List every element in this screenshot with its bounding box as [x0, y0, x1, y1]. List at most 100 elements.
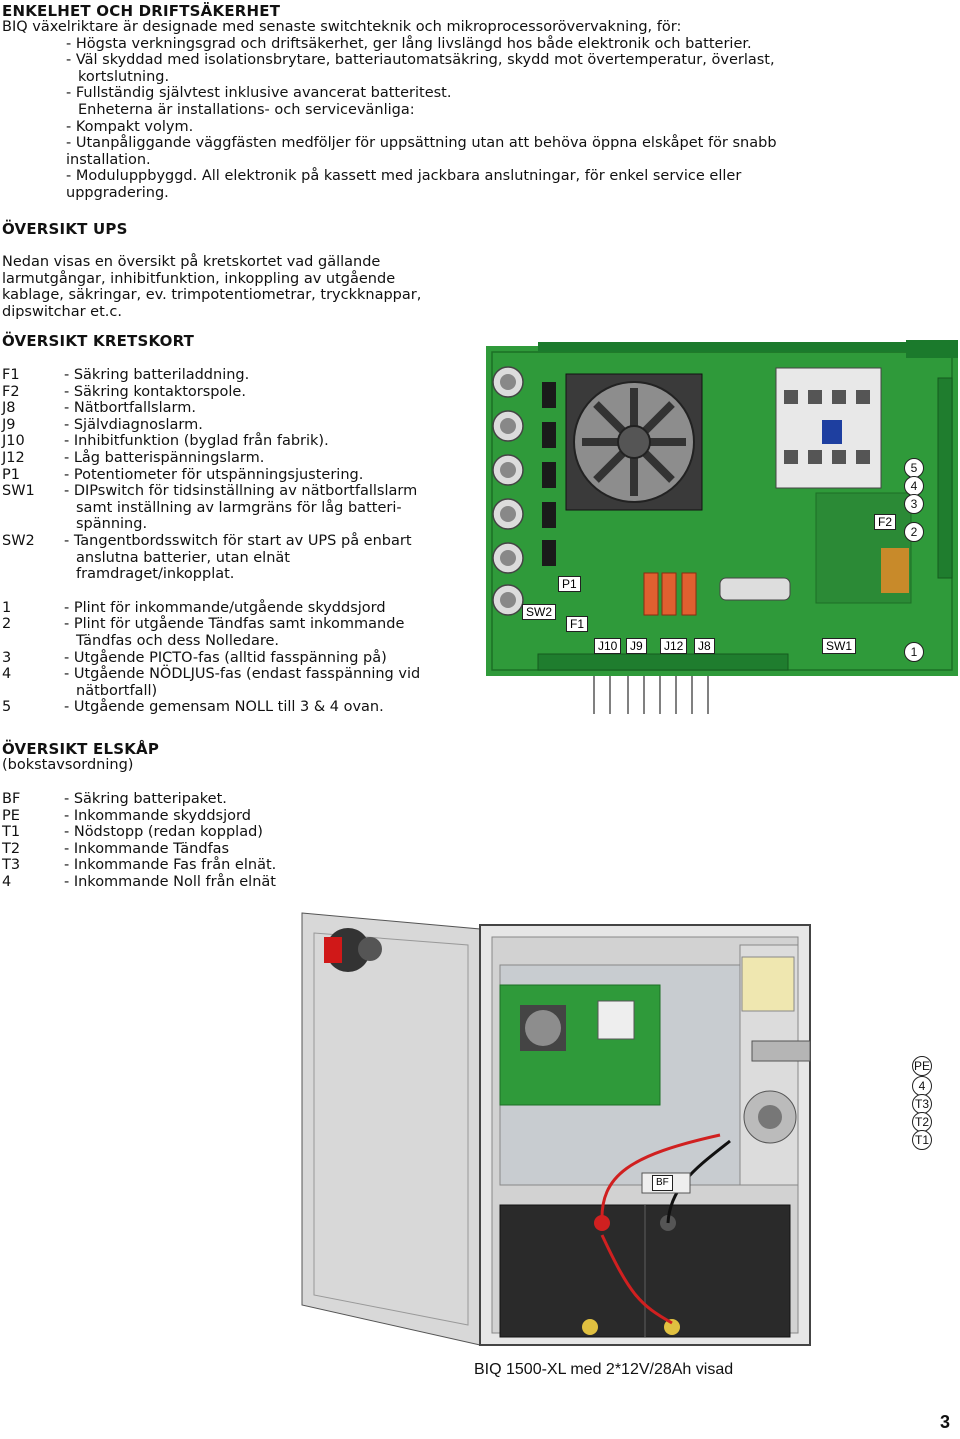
- ups-line: larmutgångar, inhibitfunktion, inkopplin…: [2, 270, 396, 287]
- legend-desc: anslutna batterier, utan elnät: [76, 549, 290, 566]
- cabinet-item: T2 - Inkommande Tändfas: [2, 841, 332, 858]
- ups-heading: ÖVERSIKT UPS: [2, 220, 128, 238]
- ups-line: kablage, säkringar, ev. trimpotentiometr…: [2, 287, 422, 304]
- reliability-line: installation.: [66, 151, 151, 168]
- reliability-line: - Kompakt volym.: [66, 118, 194, 135]
- ups-line: dipswitchar et.c.: [2, 303, 122, 320]
- reliability-line: - Utanpåliggande väggfästen medföljer fö…: [66, 135, 777, 152]
- legend-desc: spänning.: [76, 516, 148, 533]
- legend-item: J10 - Inhibitfunktion (byglad från fabrik…: [2, 433, 472, 450]
- reliability-line: - Väl skyddad med isolationsbrytare, bat…: [66, 52, 775, 69]
- legend-item: SW2 - Tangentbordsswitch för start av UPS…: [2, 533, 472, 583]
- legend-item: P1- Potentiometer för utspänningsjusteri…: [2, 467, 472, 484]
- legend-desc: - Låg batterispänningslarm.: [64, 449, 265, 466]
- terminal-desc: - Plint för inkommande/utgående skyddsjo…: [64, 599, 386, 616]
- cabinet-heading: ÖVERSIKT ELSKÅP: [2, 740, 160, 758]
- cabinet-pe-marker: PE: [912, 1056, 932, 1076]
- terminal-1-marker: 1: [904, 642, 924, 662]
- label-f2: F2: [874, 514, 897, 530]
- terminal-item: 2- Plint för utgående Tändfas samt inkom…: [2, 616, 472, 649]
- reliability-line: uppgradering.: [66, 184, 169, 201]
- terminal-item: 3 - Utgående PICTO-fas (alltid fasspännin…: [2, 650, 472, 667]
- cabinet-drawing: [301, 912, 811, 1346]
- legend-key: F1: [2, 367, 20, 383]
- reliability-line: BIQ växelriktare är designade med senast…: [2, 19, 682, 35]
- cabinet-door: [301, 912, 481, 1346]
- legend-item: SW1 - DIPswitch för tidsinställning av nä…: [2, 483, 472, 533]
- page-number: 3: [940, 1412, 951, 1432]
- label-j10: J10: [594, 638, 622, 654]
- cabinet-t3-marker: T3: [912, 1094, 932, 1114]
- cabinet-desc: - Säkring batteripaket.: [64, 791, 227, 807]
- legend-key: J8: [2, 400, 16, 417]
- legend-desc: - DIPswitch för tidsinställning av nätbo…: [64, 483, 418, 500]
- terminal-key: 5: [2, 699, 12, 716]
- switch-panel: [741, 956, 795, 1012]
- cabinet-t1-marker: T1: [912, 1130, 932, 1150]
- cabinet-item: PE- Inkommande skyddsjord: [2, 808, 332, 825]
- cabinet-key: T1: [2, 824, 21, 841]
- terminal-key: 2: [2, 616, 12, 633]
- cabinet-desc: - Inkommande Noll från elnät: [64, 873, 276, 890]
- cabinet-key: 4: [2, 873, 12, 890]
- legend-item: J9 - Självdiagnoslarm.: [2, 417, 472, 434]
- figure-caption: BIQ 1500-XL med 2*12V/28Ah visad: [474, 1361, 734, 1378]
- legend-item: F2- Säkring kontaktorspole.: [2, 384, 472, 401]
- cabinet-desc: - Inkommande Fas från elnät.: [64, 857, 277, 874]
- legend-key: J9: [2, 416, 16, 433]
- label-p1: P1: [558, 576, 581, 592]
- terminal-key: 1: [2, 599, 12, 616]
- legend-desc: - Självdiagnoslarm.: [64, 416, 203, 433]
- terminal-3-marker: 3: [904, 494, 924, 514]
- cabinet-item: T1 - Nödstopp (redan kopplad): [2, 824, 332, 841]
- legend-desc: - Inhibitfunktion (byglad från fabrik).: [64, 433, 329, 450]
- terminal-item: 1 - Plint för inkommande/utgående skyddsj…: [2, 600, 472, 617]
- cabinet-desc: - Nödstopp (redan kopplad): [64, 824, 263, 841]
- terminal-desc: - Utgående PICTO-fas (alltid fasspänning…: [64, 649, 387, 666]
- terminal-item: 4- Utgående NÖDLJUS-fas (endast fasspänn…: [2, 666, 472, 699]
- legend-item: J8- Nätbortfallslarm.: [2, 400, 472, 417]
- cabinet-item: T3 - Inkommande Fas från elnät.: [2, 857, 332, 874]
- label-j12: J12: [660, 638, 688, 654]
- legend-desc: - Potentiometer för utspänningsjustering…: [64, 466, 364, 483]
- reliability-line: - Fullständig självtest inklusive avance…: [66, 85, 452, 102]
- reliability-body: BIQ växelriktare är designade med senast…: [2, 19, 777, 202]
- pcb-illustration: P1 SW2 F1 J10 J9 J12 J8 SW1 F2 5 4 3 2 1: [486, 338, 958, 716]
- terminal-key: 3: [2, 649, 12, 666]
- terminal-desc: - Utgående gemensam NOLL till 3 & 4 ovan…: [64, 699, 384, 716]
- legend-desc: - Tangentbordsswitch för start av UPS på…: [64, 532, 412, 549]
- label-j9: J9: [626, 638, 647, 654]
- capacitor-core: [500, 374, 516, 608]
- ups-line: Nedan visas en översikt på kretskortet v…: [2, 254, 381, 270]
- ups-body: Nedan visas en översikt på kretskortet v…: [2, 254, 421, 320]
- label-f1: F1: [566, 616, 589, 632]
- label-sw2: SW2: [522, 604, 557, 620]
- legend-key: J12: [2, 449, 25, 466]
- terminal-desc: Tändfas och dess Nolledare.: [76, 632, 280, 649]
- pcb-drawing: [486, 340, 958, 714]
- red-cable: [600, 1133, 721, 1224]
- terminal-5-marker: 5: [904, 458, 924, 478]
- cabinet-item: 4 - Inkommande Noll från elnät: [2, 874, 332, 891]
- terminal-2-marker: 2: [904, 522, 924, 542]
- cabinet-key: T2: [2, 840, 21, 857]
- terminal-item: 5 - Utgående gemensam NOLL till 3 & 4 ova…: [2, 699, 472, 716]
- cabinet-key: T3: [2, 857, 21, 874]
- label-sw1: SW1: [822, 638, 857, 654]
- cabinet-legend: BF- Säkring batteripaket. PE- Inkommande…: [2, 791, 332, 891]
- cabinet-subheading: (bokstavsordning): [2, 757, 134, 773]
- legend-desc: framdraget/inkopplat.: [76, 566, 235, 583]
- legend-key: SW1: [2, 483, 35, 500]
- reliability-line: - Högsta verkningsgrad och driftsäkerhet…: [66, 35, 752, 52]
- terminal-desc: - Utgående NÖDLJUS-fas (endast fasspänni…: [64, 666, 421, 683]
- legend-key: SW2: [2, 532, 35, 549]
- board-heading: ÖVERSIKT KRETSKORT: [2, 332, 195, 350]
- cabinet-illustration: BF: [300, 905, 840, 1350]
- transistor-group: [542, 382, 556, 566]
- legend-desc: - Säkring batteriladdning.: [64, 367, 250, 383]
- cabinet-key: PE: [2, 807, 20, 824]
- cabinet-desc: - Inkommande Tändfas: [64, 840, 230, 857]
- cabinet-item: BF- Säkring batteripaket.: [2, 791, 332, 808]
- label-bf: BF: [652, 1175, 673, 1191]
- legend-key: J10: [2, 433, 25, 450]
